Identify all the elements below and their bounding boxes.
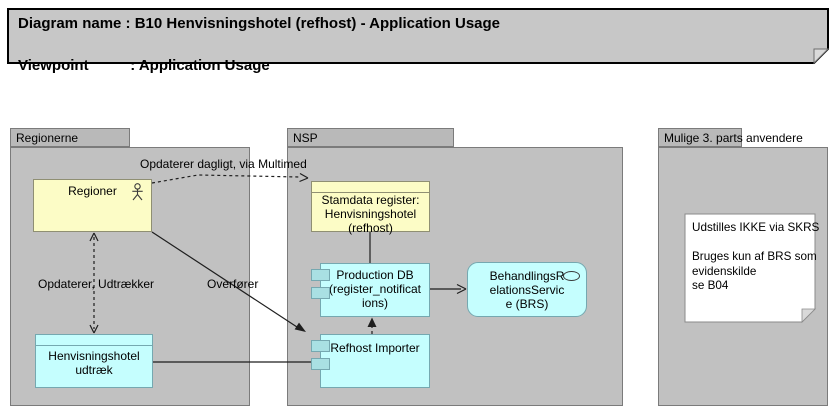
connector-productiondb-brs	[430, 283, 467, 295]
connector-opdaterer-udtraekker	[89, 232, 99, 334]
component-port-icon	[311, 340, 330, 352]
diagram-title-line2: Viewpoint : Application Usage	[18, 57, 270, 74]
element-production-db-label: Production DB (register_notificat ions)	[328, 268, 422, 310]
service-ellipse-icon	[563, 271, 580, 281]
actor-icon	[132, 183, 143, 201]
element-brs[interactable]: BehandlingsR elationsServic e (BRS)	[467, 262, 587, 317]
note-text: Udstilles IKKE via SKRS Bruges kun af BR…	[692, 221, 820, 292]
element-refhost-importer-label: Refhost Importer	[330, 341, 420, 355]
component-port-icon	[311, 358, 330, 370]
diagram-title-line1: Diagram name : B10 Henvisningshotel (ref…	[18, 15, 501, 32]
element-henvisningshotel-udtraek[interactable]: Henvisningshotel udtræk	[35, 334, 153, 388]
title-note-folded-corner-icon	[813, 48, 830, 65]
element-stamdata-register[interactable]: Stamdata register: Henvisningshotel (ref…	[311, 181, 430, 235]
note-folded-corner-icon	[801, 308, 816, 323]
element-henvisningshotel-udtraek-label: Henvisningshotel udtræk	[48, 349, 140, 377]
connector-label-opdaterer-dagligt: Opdaterer dagligt, via Multimed	[140, 157, 307, 171]
connector-refhost-productiondb	[367, 317, 377, 334]
group-label-regionerne: Regionerne	[16, 131, 79, 145]
group-tab-nsp[interactable]	[287, 128, 454, 147]
group-label-third-party: Mulige 3. parts anvendere	[664, 131, 803, 145]
note-shape[interactable]	[684, 213, 816, 323]
element-regioner[interactable]: Regioner	[33, 179, 152, 232]
connector-label-opdaterer-udtraekker: Opdaterer, Udtrækker	[38, 277, 155, 291]
element-production-db[interactable]: Production DB (register_notificat ions)	[311, 263, 430, 317]
element-refhost-importer[interactable]: Refhost Importer	[311, 334, 430, 388]
title-note-shape[interactable]	[7, 8, 830, 65]
element-regioner-label: Regioner	[68, 184, 117, 198]
group-tab-regionerne[interactable]	[10, 128, 130, 147]
group-label-nsp: NSP	[293, 131, 318, 145]
diagram-title: Diagram name : B10 Henvisningshotel (ref…	[18, 13, 500, 76]
connector-overfoerer	[151, 231, 306, 332]
component-port-icon	[311, 269, 330, 281]
connector-opdaterer-dagligt	[151, 172, 309, 184]
connector-label-overfoerer: Overfører	[207, 277, 259, 291]
element-stamdata-label: Stamdata register: Henvisningshotel (ref…	[321, 193, 420, 235]
data-object-band	[312, 182, 429, 193]
component-port-icon	[311, 287, 330, 299]
group-tab-third-party[interactable]	[658, 128, 742, 147]
data-object-band	[36, 335, 152, 346]
element-brs-label: BehandlingsR elationsServic e (BRS)	[489, 269, 565, 311]
